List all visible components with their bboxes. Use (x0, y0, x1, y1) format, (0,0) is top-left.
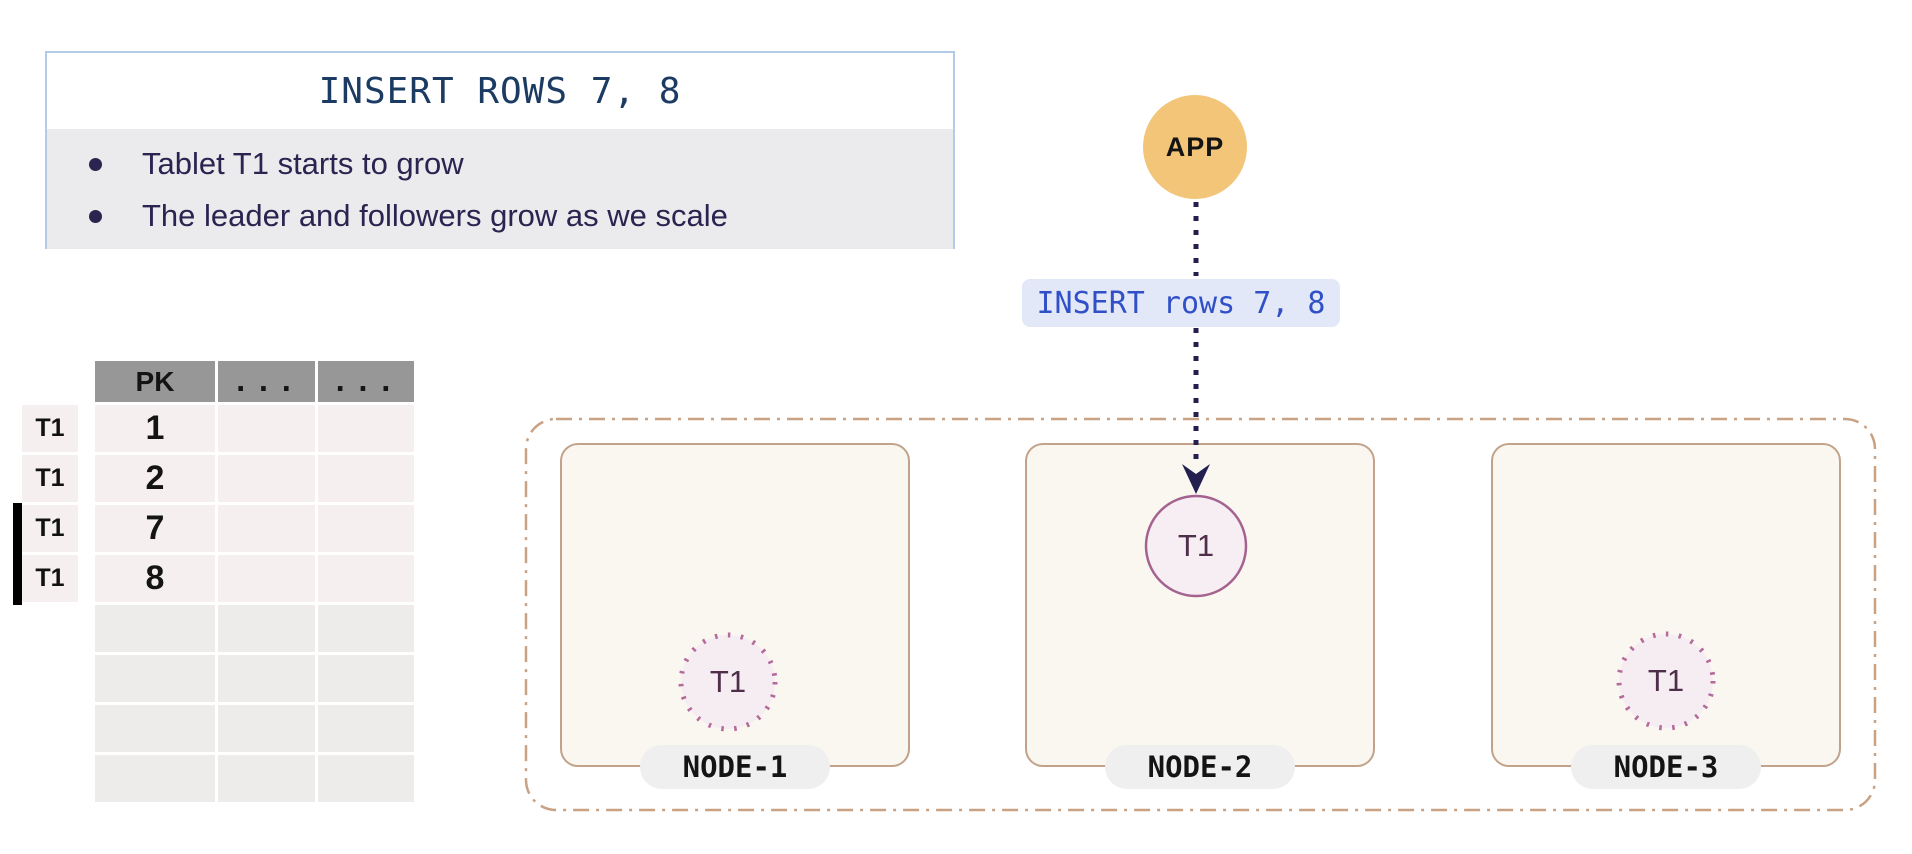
app-node: APP (1143, 95, 1247, 199)
tablet-tag: T1 (13, 503, 78, 555)
tablet-tag: T1 (22, 405, 78, 452)
info-box: INSERT ROWS 7, 8 Tablet T1 starts to gro… (45, 51, 955, 249)
table-cell-empty (318, 455, 414, 502)
table-cell-empty (218, 405, 315, 452)
info-box-title: INSERT ROWS 7, 8 (318, 70, 682, 112)
table-cell-empty (218, 755, 315, 802)
node-box-3 (1491, 443, 1841, 767)
tablet-label-node2: T1 (1177, 528, 1215, 563)
node-box-2 (1025, 443, 1375, 767)
table-cell-empty (95, 705, 215, 752)
tablet-tag-label: T1 (35, 464, 65, 492)
tablet-tag: T1 (13, 553, 78, 605)
table-cell-empty (318, 405, 414, 452)
table-header-pk: PK (95, 361, 215, 402)
table-cell-empty (218, 705, 315, 752)
table-cell-empty (218, 455, 315, 502)
table-cell-empty (318, 555, 414, 602)
table-cell-empty (318, 705, 414, 752)
node-label-2: NODE-2 (1105, 745, 1295, 789)
tablet-tag-label: T1 (35, 564, 65, 592)
table-cell-empty (218, 555, 315, 602)
tablet-label-node3: T1 (1647, 663, 1685, 698)
pk-table: PK ... ... 1 2 7 8 (95, 361, 414, 802)
table-cell-empty (318, 505, 414, 552)
table-cell-empty (95, 655, 215, 702)
node-box-1 (560, 443, 910, 767)
bullet-text: Tablet T1 starts to grow (142, 146, 464, 181)
bullet-item: The leader and followers grow as we scal… (89, 193, 953, 239)
bullet-dot-icon (89, 157, 102, 171)
query-label: INSERT rows 7, 8 (1022, 279, 1340, 327)
tablet-tag-label: T1 (35, 414, 65, 442)
table-cell-empty (218, 605, 315, 652)
table-cell-empty (218, 505, 315, 552)
bullet-dot-icon (89, 209, 102, 223)
info-box-bullet-list: Tablet T1 starts to grow The leader and … (47, 129, 953, 249)
table-cell-empty (95, 605, 215, 652)
bullet-text: The leader and followers grow as we scal… (142, 198, 728, 233)
node-label-3: NODE-3 (1571, 745, 1761, 789)
new-row-marker (13, 553, 22, 605)
table-cell-empty (318, 755, 414, 802)
tablet-tag-label: T1 (35, 514, 65, 542)
table-cell-empty (318, 605, 414, 652)
table-cell-pk: 1 (95, 405, 215, 452)
app-label: APP (1165, 131, 1225, 162)
node-label-1: NODE-1 (640, 745, 830, 789)
tablet-tag: T1 (22, 455, 78, 502)
table-cell-empty (218, 655, 315, 702)
table-cell-pk: 2 (95, 455, 215, 502)
table-cell-empty (318, 655, 414, 702)
table-header-ellipsis: ... (318, 361, 414, 402)
tablet-label-node1: T1 (709, 664, 747, 699)
bullet-item: Tablet T1 starts to grow (89, 141, 953, 187)
table-cell-empty (95, 755, 215, 802)
tablet-row-tags: T1 T1 T1 T1 (13, 405, 78, 605)
new-row-marker (13, 503, 22, 555)
table-header-ellipsis: ... (218, 361, 315, 402)
table-cell-pk: 7 (95, 505, 215, 552)
table-cell-pk: 8 (95, 555, 215, 602)
